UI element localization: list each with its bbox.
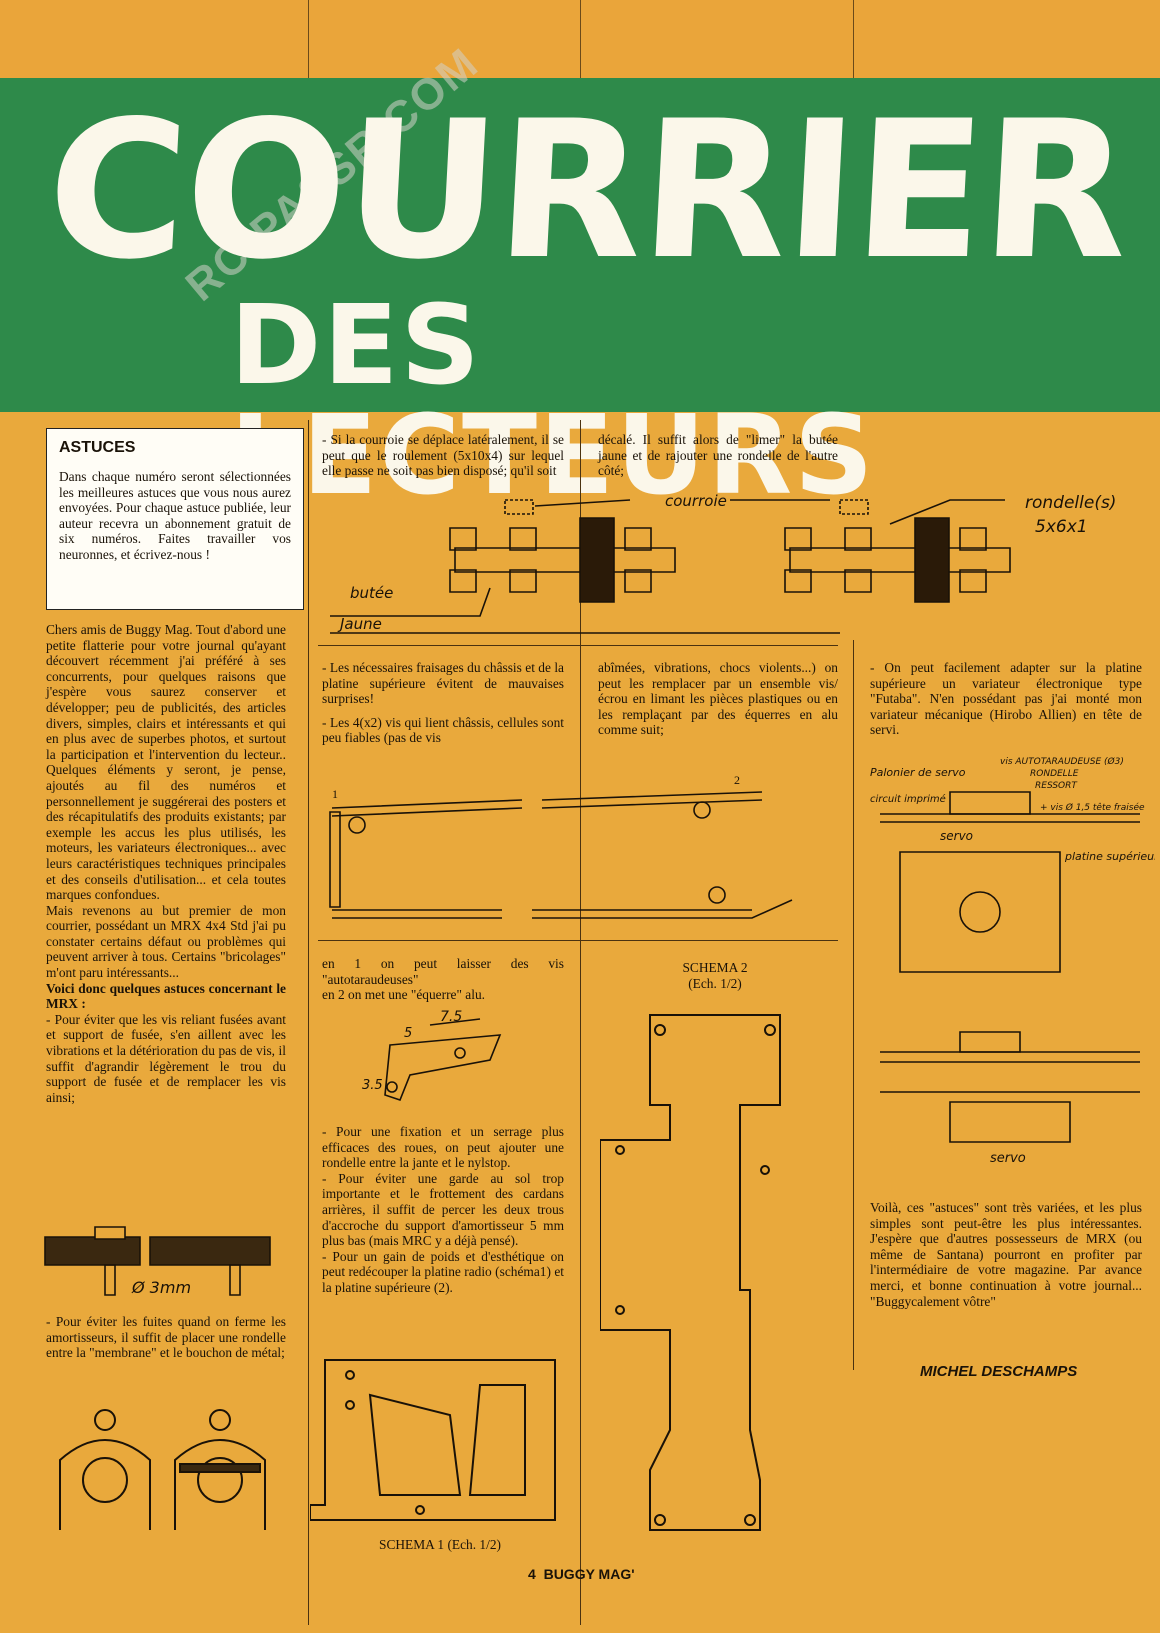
column-rule xyxy=(308,420,309,1625)
label-vis-tete: + vis Ø 1,5 tête fraisée xyxy=(1040,802,1145,813)
page-number: 4 xyxy=(528,1566,536,1582)
label-platine: platine supérieure xyxy=(1064,850,1155,863)
paragraph: - Les 4(x2) vis qui lient châssis, cellu… xyxy=(322,714,564,746)
column-2-bottom: - Pour une fixation et un serrage plus e… xyxy=(322,1124,564,1296)
magazine-name: BUGGY MAG' xyxy=(543,1566,635,1582)
label-servo-bottom: servo xyxy=(990,1151,1026,1166)
column-3-top: décalé. Il suffit alors de "limer" la bu… xyxy=(598,432,838,479)
label-circuit: circuit imprimé xyxy=(870,793,946,805)
label-butee: butée xyxy=(350,584,393,602)
chassis-rail xyxy=(332,910,502,918)
column-1: Chers amis de Buggy Mag. Tout d'abord un… xyxy=(46,622,286,1105)
label-rondelle: RONDELLE xyxy=(1030,769,1079,779)
platine-line xyxy=(880,814,1140,822)
paragraph: - Pour éviter les fuites quand on ferme … xyxy=(46,1314,286,1361)
leader-line xyxy=(330,588,490,616)
column-tick xyxy=(308,0,309,78)
marker-2: 2 xyxy=(734,773,740,787)
column-2-mid: - Les nécessaires fraisages du châssis e… xyxy=(322,660,564,746)
chassis-rail xyxy=(542,792,762,808)
chassis-rail xyxy=(532,900,792,918)
schema-2-caption-line: (Ech. 1/2) xyxy=(688,976,742,991)
title-banner xyxy=(0,78,1160,412)
paragraph: - Pour un gain de poids et d'esthétique … xyxy=(322,1248,564,1295)
paragraph: - Pour éviter une garde au sol trop impo… xyxy=(322,1170,564,1249)
chassis-screw-diagram: 1 2 xyxy=(322,773,842,930)
author-signature: MICHEL DESCHAMPS xyxy=(920,1363,1078,1380)
leader-line xyxy=(890,500,1005,524)
paragraph: Mais revenons au but premier de mon cour… xyxy=(46,902,286,981)
column-4-top: - On peut facilement adapter sur la plat… xyxy=(870,660,1142,738)
label-vis-auto: vis AUTOTARAUDEUSE (Ø3) xyxy=(1000,756,1124,767)
section-rule xyxy=(318,940,838,941)
column-rule xyxy=(580,420,581,1625)
schema-2-drawing xyxy=(600,1010,800,1540)
paragraph: - On peut facilement adapter sur la plat… xyxy=(870,660,1142,738)
side-cell xyxy=(330,812,340,907)
leader-line xyxy=(535,500,630,506)
bearing-assembly-right xyxy=(785,500,1010,602)
schema-1-caption: SCHEMA 1 (Ech. 1/2) xyxy=(379,1537,501,1552)
column-4-bottom: Voilà, ces "astuces" sont très variées, … xyxy=(870,1200,1142,1309)
platine-radio-outline xyxy=(310,1360,555,1520)
bracket-shape xyxy=(385,1035,500,1100)
column-3-mid: abîmées, vibrations, chocs violents...) … xyxy=(598,660,838,738)
belt-bearing-diagram: courroie rondelle(s) 5x6x1 butée Jaune xyxy=(310,492,1116,638)
schema-2-caption-line: SCHEMA 2 xyxy=(682,960,748,975)
servo-body xyxy=(900,852,1060,972)
label-courroie: courroie xyxy=(665,492,727,510)
paragraph: - Les nécessaires fraisages du châssis e… xyxy=(322,660,564,707)
page-footer: 4 BUGGY MAG' xyxy=(528,1566,635,1582)
paragraph: - Pour une fixation et un serrage plus e… xyxy=(322,1124,564,1171)
page-subtitle: DES LECTEURS xyxy=(230,281,876,519)
column-2-lower: en 1 on peut laisser des vis "autotaraud… xyxy=(322,956,564,1003)
astuces-box: ASTUCES Dans chaque numéro seront sélect… xyxy=(46,428,304,610)
paragraph: - Si la courroie se déplace latéralement… xyxy=(322,432,564,479)
fusee-screw-diagram: Ø 3mm xyxy=(40,1225,280,1297)
dim-5: 5 xyxy=(404,1026,412,1041)
paragraph: décalé. Il suffit alors de "limer" la bu… xyxy=(598,432,838,479)
servo-variateur-diagram: Palonier de servo vis AUTOTARAUDEUSE (Ø3… xyxy=(870,756,1155,1166)
paragraph: - Pour éviter que les vis reliant fusées… xyxy=(46,1011,286,1105)
paragraph: en 1 on peut laisser des vis "autotaraud… xyxy=(322,956,564,987)
paragraph: en 2 on met une "équerre" alu. xyxy=(322,987,486,1003)
astuces-title: ASTUCES xyxy=(59,439,136,456)
column-1-lower: - Pour éviter les fuites quand on ferme … xyxy=(46,1314,286,1361)
label-palonnier: Palonier de servo xyxy=(870,766,966,779)
bearing-assembly-left xyxy=(450,500,675,602)
label-rondelles: rondelle(s) xyxy=(1025,493,1116,513)
paragraph: abîmées, vibrations, chocs violents...) … xyxy=(598,660,838,738)
chassis-rail xyxy=(332,800,522,816)
marker-1: 1 xyxy=(332,787,338,801)
column-tick xyxy=(853,0,854,78)
label-jaune: Jaune xyxy=(337,615,382,633)
label-rondelles-size: 5x6x1 xyxy=(1035,517,1088,537)
section-rule xyxy=(318,645,838,646)
paragraph: Chers amis de Buggy Mag. Tout d'abord un… xyxy=(46,622,286,903)
shock-cap-diagram xyxy=(50,1400,290,1550)
page-title: COURRIER xyxy=(42,80,1133,301)
label-diameter: Ø 3mm xyxy=(131,1278,191,1297)
dim-3-5: 3.5 xyxy=(362,1078,383,1093)
label-ressort: RESSORT xyxy=(1035,781,1078,791)
dim-7-5: 7.5 xyxy=(440,1009,462,1025)
column-2-top: - Si la courroie se déplace latéralement… xyxy=(322,432,564,479)
equerre-diagram: 7.5 5 3.5 xyxy=(362,1009,520,1105)
label-servo-top: servo xyxy=(940,829,973,843)
paragraph-heading: Voici donc quelques astuces concernant l… xyxy=(46,980,286,1012)
astuces-text: Dans chaque numéro seront sélectionnées … xyxy=(59,469,291,562)
schema-2-caption: SCHEMA 2 (Ech. 1/2) xyxy=(640,960,790,992)
platine-superieure-outline xyxy=(600,1015,780,1530)
column-rule xyxy=(853,640,854,1370)
schema-1-drawing xyxy=(310,1355,570,1535)
top-strip xyxy=(0,0,1160,78)
paragraph: Voilà, ces "astuces" sont très variées, … xyxy=(870,1200,1142,1309)
column-tick xyxy=(580,0,581,78)
